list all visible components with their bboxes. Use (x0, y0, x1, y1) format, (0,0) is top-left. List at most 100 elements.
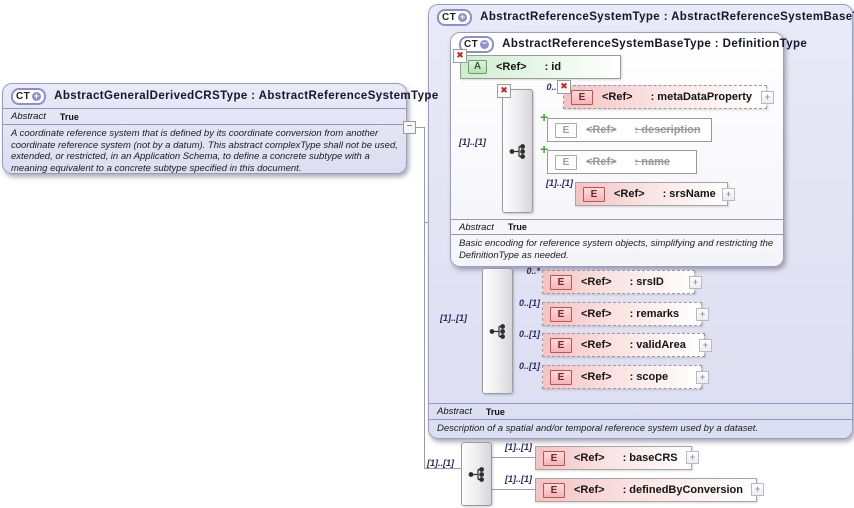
sequence-compositor[interactable] (482, 268, 513, 394)
element-badge-icon: E (543, 482, 565, 498)
element-name: : baseCRS (622, 452, 678, 464)
facet-label: Abstract (459, 221, 494, 233)
element-badge-icon: E (550, 306, 572, 322)
expand-button[interactable]: + (751, 483, 764, 496)
element-badge-icon: E (571, 89, 593, 105)
element-name: : srsName (662, 188, 716, 200)
cardinality-label: 0..* (526, 266, 540, 276)
element-name: : metaDataProperty (650, 91, 753, 103)
sequence-icon (509, 143, 526, 159)
complex-type-icon[interactable]: CT− (459, 35, 495, 53)
element-ref: <Ref> (586, 156, 617, 168)
element-badge-icon: E (550, 369, 572, 385)
element-ref: <Ref> (586, 124, 617, 136)
element-definedByConversion[interactable]: E <Ref> : definedByConversion (535, 478, 757, 502)
green-plus-icon: + (540, 109, 549, 125)
type-title: AbstractGeneralDerivedCRSType : Abstract… (54, 90, 439, 102)
element-name[interactable]: E <Ref> : name (547, 150, 697, 174)
attribute-ref: <Ref> (496, 61, 527, 73)
complex-type-icon[interactable]: CT+ (437, 8, 473, 26)
expand-button[interactable]: + (686, 451, 699, 464)
type-annotation: Description of a spatial and/or temporal… (429, 419, 852, 438)
expand-button[interactable]: + (696, 371, 709, 384)
element-description[interactable]: E <Ref> : description (547, 118, 712, 142)
collapse-sign-icon: − (480, 37, 490, 49)
expand-sign-icon: + (32, 90, 42, 101)
expand-sign-icon: + (458, 11, 468, 22)
expand-button[interactable]: + (699, 339, 712, 352)
type-header: CT− AbstractReferenceSystemBaseType : De… (451, 33, 807, 55)
collapse-handle[interactable]: − (403, 121, 416, 134)
type-title: AbstractReferenceSystemType : AbstractRe… (480, 11, 854, 23)
prohibited-icon: ✖ (557, 80, 571, 94)
cardinality-label: 0..[1] (518, 361, 540, 371)
element-metaDataProperty[interactable]: E <Ref> : metaDataProperty (563, 85, 767, 109)
element-ref: <Ref> (581, 308, 612, 320)
connector-line (490, 457, 535, 458)
connector-line (424, 127, 425, 468)
element-ref: <Ref> (581, 339, 612, 351)
element-ref: <Ref> (602, 91, 633, 103)
cardinality-label: 0..[1] (518, 298, 540, 308)
element-name: : definedByConversion (622, 484, 743, 496)
element-name: : validArea (629, 339, 686, 351)
group-cardinality: [1]..[1] (440, 313, 467, 323)
cardinality-label: [1]..[1] (505, 474, 532, 484)
connector-line (414, 127, 425, 128)
group-cardinality: [1]..[1] (427, 458, 454, 468)
facet-value: True (507, 222, 527, 232)
cardinality-label: 0..* (546, 82, 560, 92)
element-baseCRS[interactable]: E <Ref> : baseCRS (535, 446, 692, 470)
element-badge-icon: E (555, 154, 577, 170)
element-srsID[interactable]: E <Ref> : srsID (542, 270, 695, 294)
attribute-id[interactable]: A <Ref> : id (460, 55, 621, 79)
element-ref: <Ref> (574, 484, 605, 496)
element-badge-icon: E (543, 450, 565, 466)
type-annotation: Basic encoding for reference system obje… (451, 234, 783, 266)
connector-line (490, 489, 535, 490)
type-header: CT+ AbstractGeneralDerivedCRSType : Abst… (3, 84, 438, 108)
complex-type-icon[interactable]: CT+ (11, 87, 47, 105)
type-footer: Abstract True Description of a spatial a… (429, 403, 852, 438)
facet-value: True (485, 406, 505, 417)
prohibited-icon: ✖ (497, 84, 511, 98)
element-srsName[interactable]: E <Ref> : srsName (575, 182, 728, 206)
expand-button[interactable]: + (761, 91, 774, 104)
element-validArea[interactable]: E <Ref> : validArea (542, 333, 705, 357)
element-name: : name (634, 156, 671, 168)
element-ref: <Ref> (581, 371, 612, 383)
element-badge-icon: E (550, 337, 572, 353)
expand-button[interactable]: + (722, 188, 735, 201)
cardinality-label: [1]..[1] (546, 178, 573, 188)
type-annotation: A coordinate reference system that is de… (3, 124, 406, 176)
type-footer: Abstract True Basic encoding for referen… (451, 219, 783, 266)
sequence-icon (489, 323, 506, 339)
element-name: : srsID (629, 276, 664, 288)
facet-value: True (59, 111, 79, 122)
facet-row: Abstract True (429, 403, 852, 419)
element-badge-icon: E (583, 186, 605, 202)
element-badge-icon: E (555, 122, 577, 138)
connector-line (424, 468, 462, 469)
facet-row: Abstract True (451, 219, 783, 234)
expand-button[interactable]: + (689, 276, 702, 289)
element-name: : description (634, 124, 701, 136)
cardinality-label: [1]..[1] (505, 442, 532, 452)
prohibited-icon: ✖ (453, 49, 467, 63)
element-scope[interactable]: E <Ref> : scope (542, 365, 702, 389)
element-remarks[interactable]: E <Ref> : remarks (542, 302, 702, 326)
facet-label: Abstract (437, 406, 472, 417)
type-header: CT+ AbstractReferenceSystemType : Abstra… (429, 5, 854, 29)
expand-button[interactable]: + (696, 308, 709, 321)
sequence-icon (468, 466, 485, 482)
ct-badge-label: CT (442, 11, 457, 23)
element-badge-icon: E (550, 274, 572, 290)
element-ref: <Ref> (574, 452, 605, 464)
group-cardinality: [1]..[1] (459, 137, 486, 147)
attribute-badge-icon: A (468, 60, 487, 74)
facet-label: Abstract (11, 111, 46, 122)
facet-row: Abstract True (3, 108, 406, 124)
sequence-compositor[interactable] (502, 89, 533, 213)
sequence-compositor[interactable] (461, 442, 492, 506)
attribute-name: : id (544, 61, 562, 73)
